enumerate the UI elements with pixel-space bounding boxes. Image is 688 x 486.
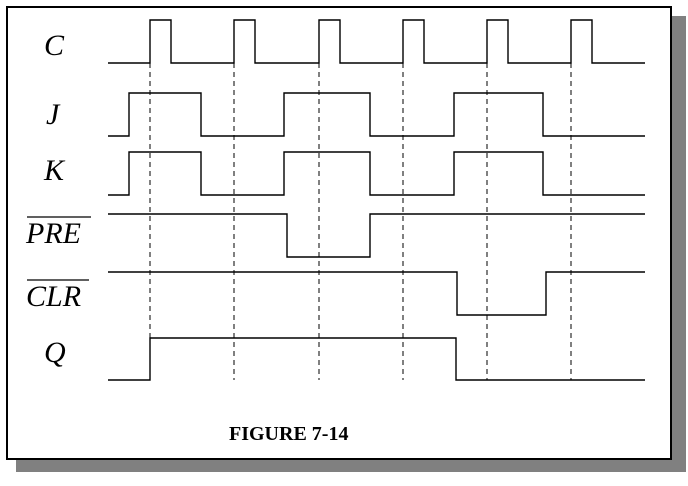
waveform-clr <box>108 271 645 316</box>
waveform-pre <box>108 213 645 258</box>
waveform-q <box>108 337 645 381</box>
label-clr: CLR <box>26 280 81 313</box>
label-q: Q <box>44 336 66 369</box>
label-pre: PRE <box>25 217 81 250</box>
waveform-k <box>108 151 645 196</box>
waveform-c <box>108 19 645 64</box>
waveforms <box>108 19 645 381</box>
figure-frame <box>6 6 672 460</box>
figure-caption: FIGURE 7-14 <box>229 423 348 445</box>
waveform-j <box>108 92 645 137</box>
label-c: C <box>44 29 65 62</box>
label-k: K <box>43 154 66 187</box>
clock-edge-markers <box>149 63 572 380</box>
label-j: J <box>46 98 61 131</box>
